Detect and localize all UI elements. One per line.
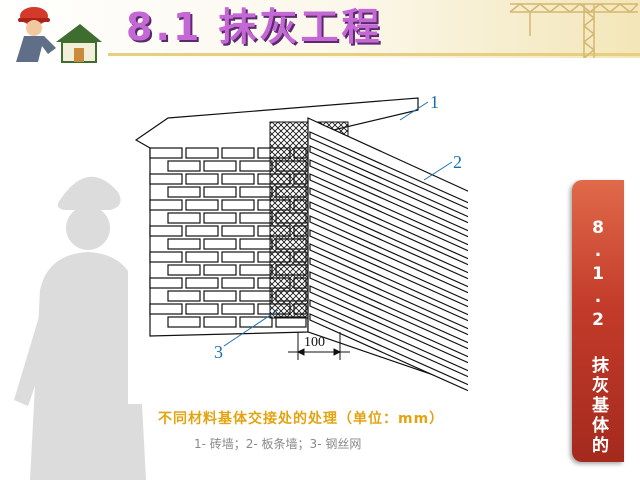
brick (203, 186, 237, 198)
lath-board (309, 215, 468, 294)
brick (221, 251, 255, 263)
brick (221, 173, 255, 185)
lath-board (309, 229, 468, 308)
lath-board (309, 159, 468, 238)
lath-board (309, 131, 468, 210)
lath-board (309, 299, 468, 378)
brick (149, 173, 183, 185)
brick (239, 212, 273, 224)
lath-board (309, 173, 468, 252)
section-tab: 8.1.2 抹灰基体的表面处理 (536, 180, 624, 462)
brick (239, 238, 273, 250)
brick (221, 303, 255, 315)
brick (203, 264, 237, 276)
header-rule (108, 53, 640, 56)
brick (239, 160, 273, 172)
lath-board (309, 313, 468, 392)
brick (203, 212, 237, 224)
lath-board (309, 187, 468, 266)
brick (203, 160, 237, 172)
brick (185, 199, 219, 211)
brick (203, 290, 237, 302)
brick (149, 277, 183, 289)
brick (185, 277, 219, 289)
brick (185, 251, 219, 263)
brick (239, 316, 273, 328)
masonry-junction-figure: 1 2 3 100 (128, 92, 468, 404)
lath-board (309, 271, 468, 350)
brick (167, 186, 201, 198)
dimension-label: 100 (304, 335, 325, 350)
construction-crane-icon (509, 3, 639, 58)
brick (239, 186, 273, 198)
section-tab-label: 8.1.2 抹灰基体的表面处理 (536, 218, 608, 456)
brick (221, 277, 255, 289)
page-title: 8.1 抹灰工程 (126, 5, 383, 49)
brick (185, 147, 219, 159)
brick (239, 264, 273, 276)
brick (203, 238, 237, 250)
lath-board (309, 285, 468, 364)
figure-caption-title: 不同材料基体交接处的处理（单位：mm） (158, 411, 445, 427)
brick (167, 212, 201, 224)
brick (149, 199, 183, 211)
brick (221, 225, 255, 237)
brick (185, 173, 219, 185)
brick (167, 160, 201, 172)
brick (221, 199, 255, 211)
lath-board (309, 243, 468, 322)
callout-1: 1 (430, 92, 439, 112)
lath-board (309, 201, 468, 280)
brick (149, 303, 183, 315)
brick (203, 316, 237, 328)
brick (149, 251, 183, 263)
brick (185, 303, 219, 315)
brick (221, 147, 255, 159)
lath-board (309, 145, 468, 224)
brick (167, 264, 201, 276)
brick (185, 225, 219, 237)
leader-lines (223, 101, 453, 347)
brick (167, 316, 201, 328)
callout-2: 2 (453, 152, 462, 172)
callout-3: 3 (214, 342, 223, 362)
brick (239, 290, 273, 302)
dimension-line (288, 332, 350, 360)
worker-house-logo-icon (16, 7, 102, 63)
wall-drawing: 1 2 3 100 (134, 92, 468, 392)
brick (167, 238, 201, 250)
lath-wall (307, 117, 468, 392)
brick (149, 147, 183, 159)
brick (167, 290, 201, 302)
lath-board (309, 257, 468, 336)
brick (149, 225, 183, 237)
figure-caption-legend: 1- 砖墙；2- 板条墙；3- 钢丝网 (194, 437, 362, 451)
